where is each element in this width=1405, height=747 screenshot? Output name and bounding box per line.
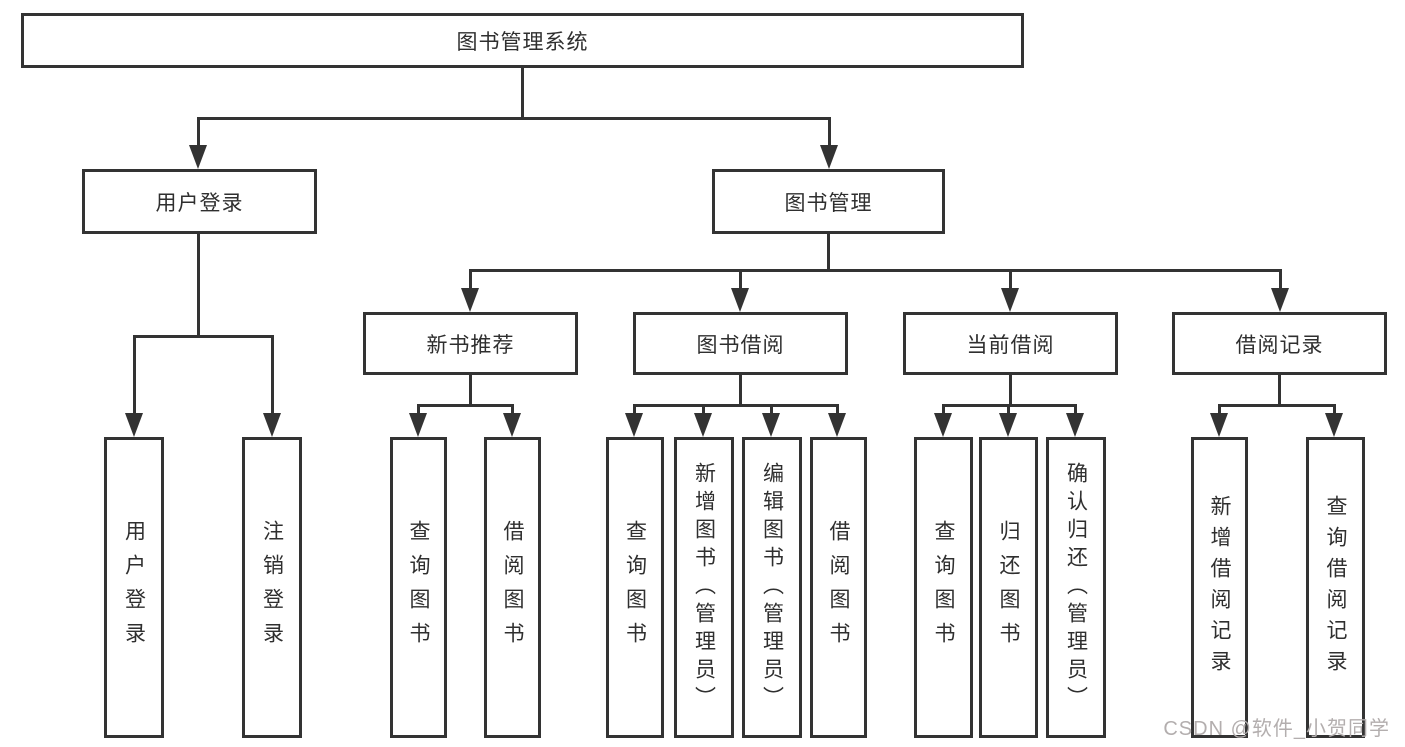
arrow-down-icon: [1001, 288, 1019, 312]
node-label: 图书管理系统: [456, 30, 589, 54]
arrow-down-icon: [731, 288, 749, 312]
connector-line: [633, 404, 636, 416]
connector-line: [197, 117, 200, 147]
leaf-edit-book-admin: 编辑图书（管理员）: [742, 437, 802, 738]
connector-line: [827, 234, 830, 272]
connector-line: [942, 404, 945, 416]
leaf-label: 用户登录: [122, 519, 146, 656]
connector-line: [417, 404, 513, 407]
node-book-management: 图书管理: [712, 169, 945, 234]
leaf-logout: 注销登录: [242, 437, 302, 738]
connector-line: [739, 269, 742, 291]
leaf-label: 查询图书: [623, 519, 647, 656]
arrow-down-icon: [263, 413, 281, 437]
csdn-watermark: CSDN @软件_小贺同学: [1163, 718, 1390, 740]
node-label: 新书推荐: [426, 333, 515, 357]
connector-line: [1218, 404, 1221, 416]
arrow-down-icon: [503, 413, 521, 437]
node-new-book-recommend: 新书推荐: [363, 312, 578, 375]
arrow-down-icon: [820, 145, 838, 169]
connector-line: [197, 117, 831, 120]
node-label: 当前借阅: [966, 333, 1055, 357]
connector-line: [133, 335, 136, 413]
leaf-add-book-admin: 新增图书（管理员）: [674, 437, 734, 738]
arrow-down-icon: [625, 413, 643, 437]
arrow-down-icon: [461, 288, 479, 312]
connector-line: [739, 375, 742, 407]
connector-line: [511, 404, 514, 416]
leaf-label: 查询图书: [932, 519, 955, 656]
arrow-down-icon: [125, 413, 143, 437]
arrow-down-icon: [1066, 413, 1084, 437]
connector-line: [1333, 404, 1336, 416]
connector-line: [1007, 404, 1010, 416]
leaf-label: 借阅图书: [827, 519, 850, 656]
connector-line: [702, 404, 705, 416]
connector-line: [1218, 404, 1336, 407]
leaf-label: 确认归还（管理员）: [1064, 461, 1088, 714]
connector-line: [417, 404, 420, 416]
node-borrow-records: 借阅记录: [1172, 312, 1387, 375]
connector-line: [133, 335, 274, 338]
leaf-return-book: 归还图书: [979, 437, 1038, 738]
leaf-label: 编辑图书（管理员）: [760, 461, 784, 714]
connector-line: [469, 269, 472, 291]
connector-line: [521, 68, 524, 120]
connector-line: [469, 375, 472, 407]
leaf-query-book-current: 查询图书: [914, 437, 973, 738]
leaf-label: 注销登录: [260, 519, 284, 656]
node-book-borrow: 图书借阅: [633, 312, 848, 375]
leaf-label: 新增图书（管理员）: [692, 461, 716, 714]
arrow-down-icon: [1271, 288, 1289, 312]
connector-line: [770, 404, 773, 416]
arrow-down-icon: [409, 413, 427, 437]
connector-line: [1009, 269, 1012, 291]
leaf-label: 新增借阅记录: [1208, 494, 1231, 681]
leaf-confirm-return-admin: 确认归还（管理员）: [1046, 437, 1106, 738]
leaf-label: 借阅图书: [501, 519, 524, 656]
connector-line: [1074, 404, 1077, 416]
connector-line: [271, 335, 274, 413]
node-root-system: 图书管理系统: [21, 13, 1024, 68]
leaf-label: 查询借阅记录: [1324, 494, 1347, 681]
leaf-add-borrow-record: 新增借阅记录: [1191, 437, 1248, 738]
arrow-down-icon: [1325, 413, 1343, 437]
arrow-down-icon: [762, 413, 780, 437]
connector-line: [836, 404, 839, 416]
node-label: 用户登录: [155, 191, 244, 215]
leaf-query-book-recommend: 查询图书: [390, 437, 447, 738]
arrow-down-icon: [999, 413, 1017, 437]
arrow-down-icon: [694, 413, 712, 437]
connector-line: [633, 404, 838, 407]
leaf-label: 归还图书: [997, 519, 1020, 656]
arrow-down-icon: [828, 413, 846, 437]
leaf-user-login: 用户登录: [104, 437, 164, 738]
arrow-down-icon: [934, 413, 952, 437]
connector-line: [1279, 269, 1282, 291]
leaf-query-borrow-record: 查询借阅记录: [1306, 437, 1365, 738]
arrow-down-icon: [189, 145, 207, 169]
leaf-label: 查询图书: [407, 519, 430, 656]
connector-line: [197, 234, 200, 338]
connector-line: [1009, 375, 1012, 407]
leaf-borrow-book: 借阅图书: [810, 437, 867, 738]
arrow-down-icon: [1210, 413, 1228, 437]
node-label: 借阅记录: [1235, 333, 1324, 357]
connector-line: [1278, 375, 1281, 407]
leaf-borrow-book-recommend: 借阅图书: [484, 437, 541, 738]
leaf-query-book-borrow: 查询图书: [606, 437, 664, 738]
node-user-login: 用户登录: [82, 169, 317, 234]
node-label: 图书借阅: [696, 333, 785, 357]
node-current-borrow: 当前借阅: [903, 312, 1118, 375]
connector-line: [828, 117, 831, 147]
node-label: 图书管理: [784, 191, 873, 215]
connector-line: [469, 269, 1282, 272]
